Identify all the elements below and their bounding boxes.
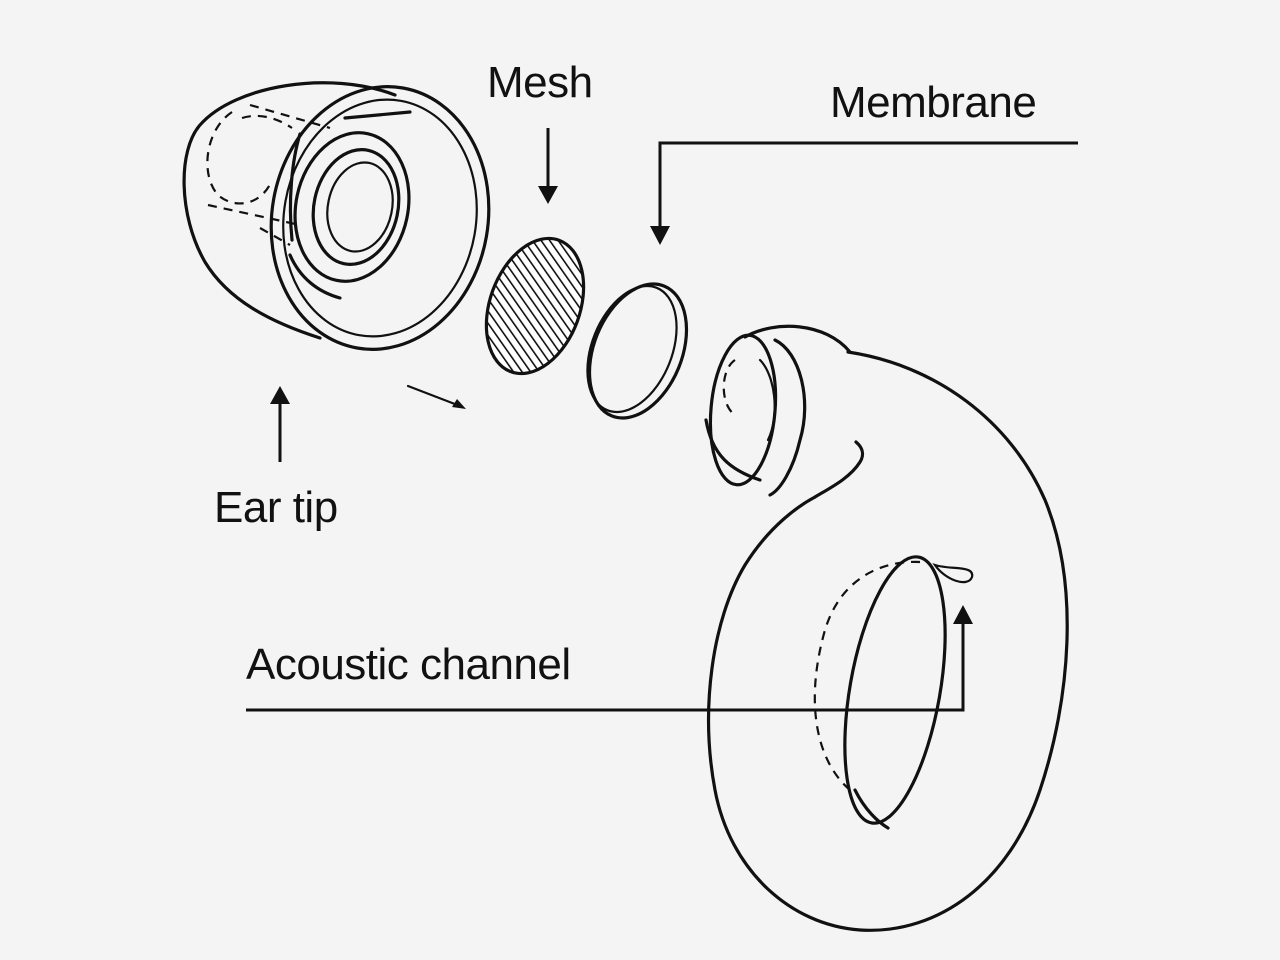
mesh-pointer xyxy=(538,128,558,204)
acoustic-channel-label: Acoustic channel xyxy=(246,640,571,689)
acoustic-channel-pointer xyxy=(246,605,973,712)
membrane-pointer xyxy=(650,141,1078,245)
ear-tip-part xyxy=(182,81,491,351)
ear-tip-label: Ear tip xyxy=(214,483,338,532)
mesh-disc xyxy=(484,236,586,376)
mesh-label: Mesh xyxy=(487,58,593,107)
membrane-disc xyxy=(586,282,689,420)
membrane-label: Membrane xyxy=(830,78,1036,127)
assembly-direction-arrow xyxy=(406,384,466,409)
ear-tip-pointer xyxy=(270,386,290,462)
earbud-body xyxy=(704,324,1069,932)
